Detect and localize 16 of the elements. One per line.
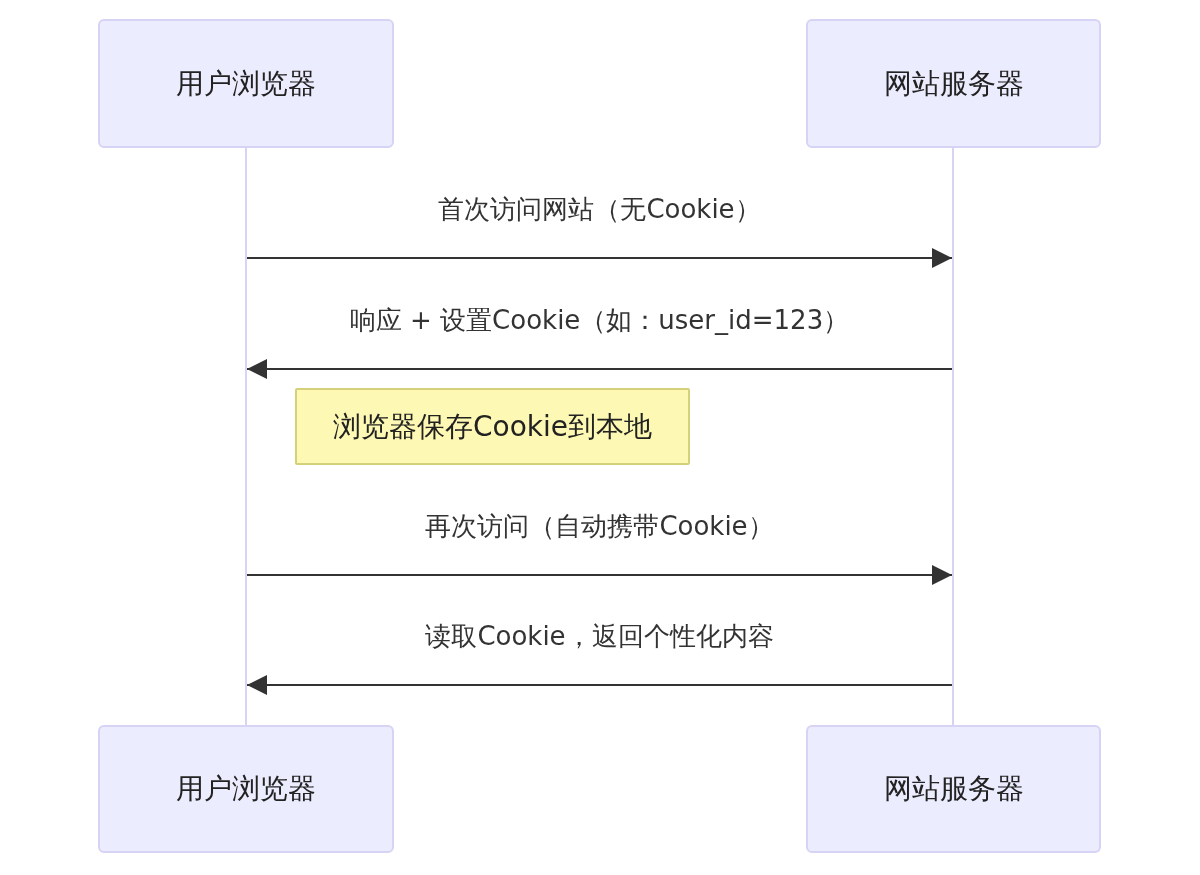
participant-box: [98, 19, 394, 148]
lifeline: [952, 148, 954, 725]
lifeline: [245, 148, 247, 725]
note-text: 浏览器保存Cookie到本地: [332, 408, 652, 445]
note-box: [295, 388, 690, 465]
participant-box: [806, 725, 1101, 853]
message-arrow: [246, 675, 953, 695]
participant-label: 网站服务器: [883, 771, 1024, 807]
message-arrow: [246, 359, 953, 379]
message-arrow: [246, 248, 953, 268]
participant-box: [98, 725, 394, 853]
participant-box: [806, 19, 1101, 148]
message-arrow: [246, 565, 953, 585]
participant-label: 用户浏览器: [176, 771, 316, 807]
participant-label: 用户浏览器: [176, 65, 316, 102]
participant-label: 网站服务器: [883, 65, 1024, 102]
